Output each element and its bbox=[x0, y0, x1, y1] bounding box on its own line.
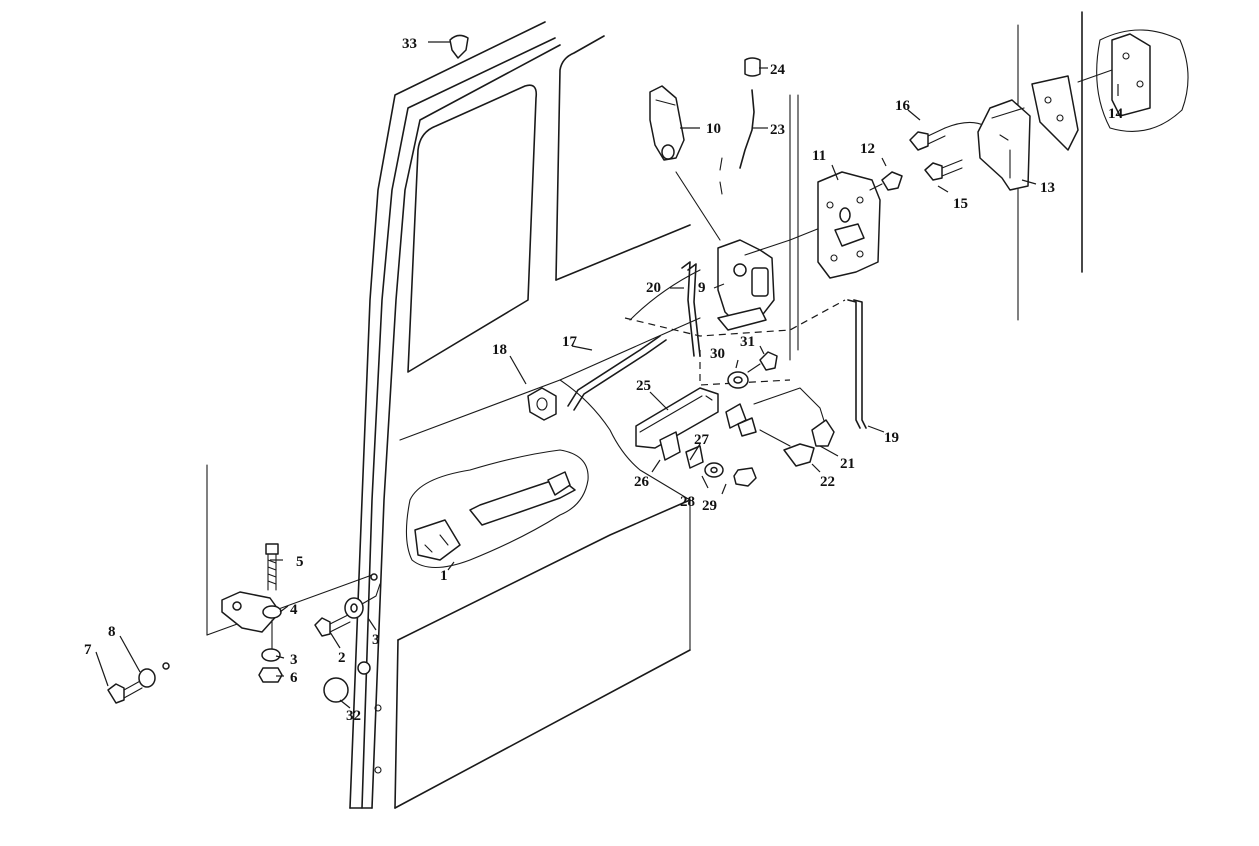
door-window-frame bbox=[407, 35, 691, 373]
callout-23: 23 bbox=[770, 122, 785, 138]
nuts-and-washers bbox=[704, 351, 778, 487]
callout-1: 1 bbox=[440, 568, 448, 584]
callout-2: 2 bbox=[338, 650, 346, 666]
callout-31: 31 bbox=[740, 334, 755, 350]
callout-leader-lines bbox=[95, 41, 1119, 709]
bolt-and-washer-set bbox=[107, 573, 382, 774]
lower-hinge-assembly bbox=[221, 543, 283, 683]
striker-bracket bbox=[977, 99, 1031, 191]
callout-11: 11 bbox=[812, 148, 826, 164]
callout-25: 25 bbox=[636, 378, 651, 394]
outer-handle-assembly bbox=[635, 387, 757, 469]
callout-3b: 3 bbox=[290, 652, 298, 668]
callout-28: 28 bbox=[680, 494, 695, 510]
callout-3a: 3 bbox=[372, 632, 380, 648]
pillar-plate-assembly bbox=[1031, 29, 1189, 151]
inner-handle-assembly bbox=[405, 449, 589, 569]
callout-26: 26 bbox=[634, 474, 650, 490]
callout-20: 20 bbox=[646, 280, 661, 296]
callout-7: 7 bbox=[84, 642, 92, 658]
callout-32: 32 bbox=[346, 708, 361, 724]
callout-9: 9 bbox=[698, 280, 706, 296]
callout-30: 30 bbox=[710, 346, 725, 362]
callout-24: 24 bbox=[770, 62, 786, 78]
callout-22: 22 bbox=[820, 474, 835, 490]
callout-33: 33 bbox=[402, 36, 417, 52]
callout-29: 29 bbox=[702, 498, 717, 514]
callout-15: 15 bbox=[953, 196, 968, 212]
callout-17: 17 bbox=[562, 334, 578, 350]
callout-18: 18 bbox=[492, 342, 507, 358]
striker-bolts bbox=[909, 121, 986, 181]
callout-5: 5 bbox=[296, 554, 304, 570]
callout-12: 12 bbox=[860, 141, 875, 157]
lock-rod bbox=[719, 57, 761, 195]
lock-levers bbox=[753, 387, 835, 467]
door-panel-outline bbox=[349, 21, 701, 809]
callout-13: 13 bbox=[1040, 180, 1055, 196]
door-latch-mechanism bbox=[717, 219, 841, 331]
callout-4: 4 bbox=[290, 602, 298, 618]
linkage-rods bbox=[567, 261, 867, 429]
door-pillar-lines bbox=[206, 11, 1083, 636]
callout-8: 8 bbox=[108, 624, 116, 640]
callout-27: 27 bbox=[694, 432, 710, 448]
callout-16: 16 bbox=[895, 98, 911, 114]
callout-19: 19 bbox=[884, 430, 899, 446]
lock-plate bbox=[817, 171, 903, 279]
callout-21: 21 bbox=[840, 456, 855, 472]
callout-labels: 1 2 3 3 4 5 6 7 8 9 10 11 12 13 14 15 16… bbox=[84, 36, 1124, 724]
callout-14: 14 bbox=[1108, 106, 1124, 122]
cap-part-33 bbox=[449, 34, 469, 59]
rod-clip bbox=[527, 387, 557, 421]
upper-link-bracket bbox=[649, 85, 721, 241]
cavity-break-lines bbox=[559, 94, 799, 501]
callout-10: 10 bbox=[706, 121, 721, 137]
callout-6: 6 bbox=[290, 670, 298, 686]
